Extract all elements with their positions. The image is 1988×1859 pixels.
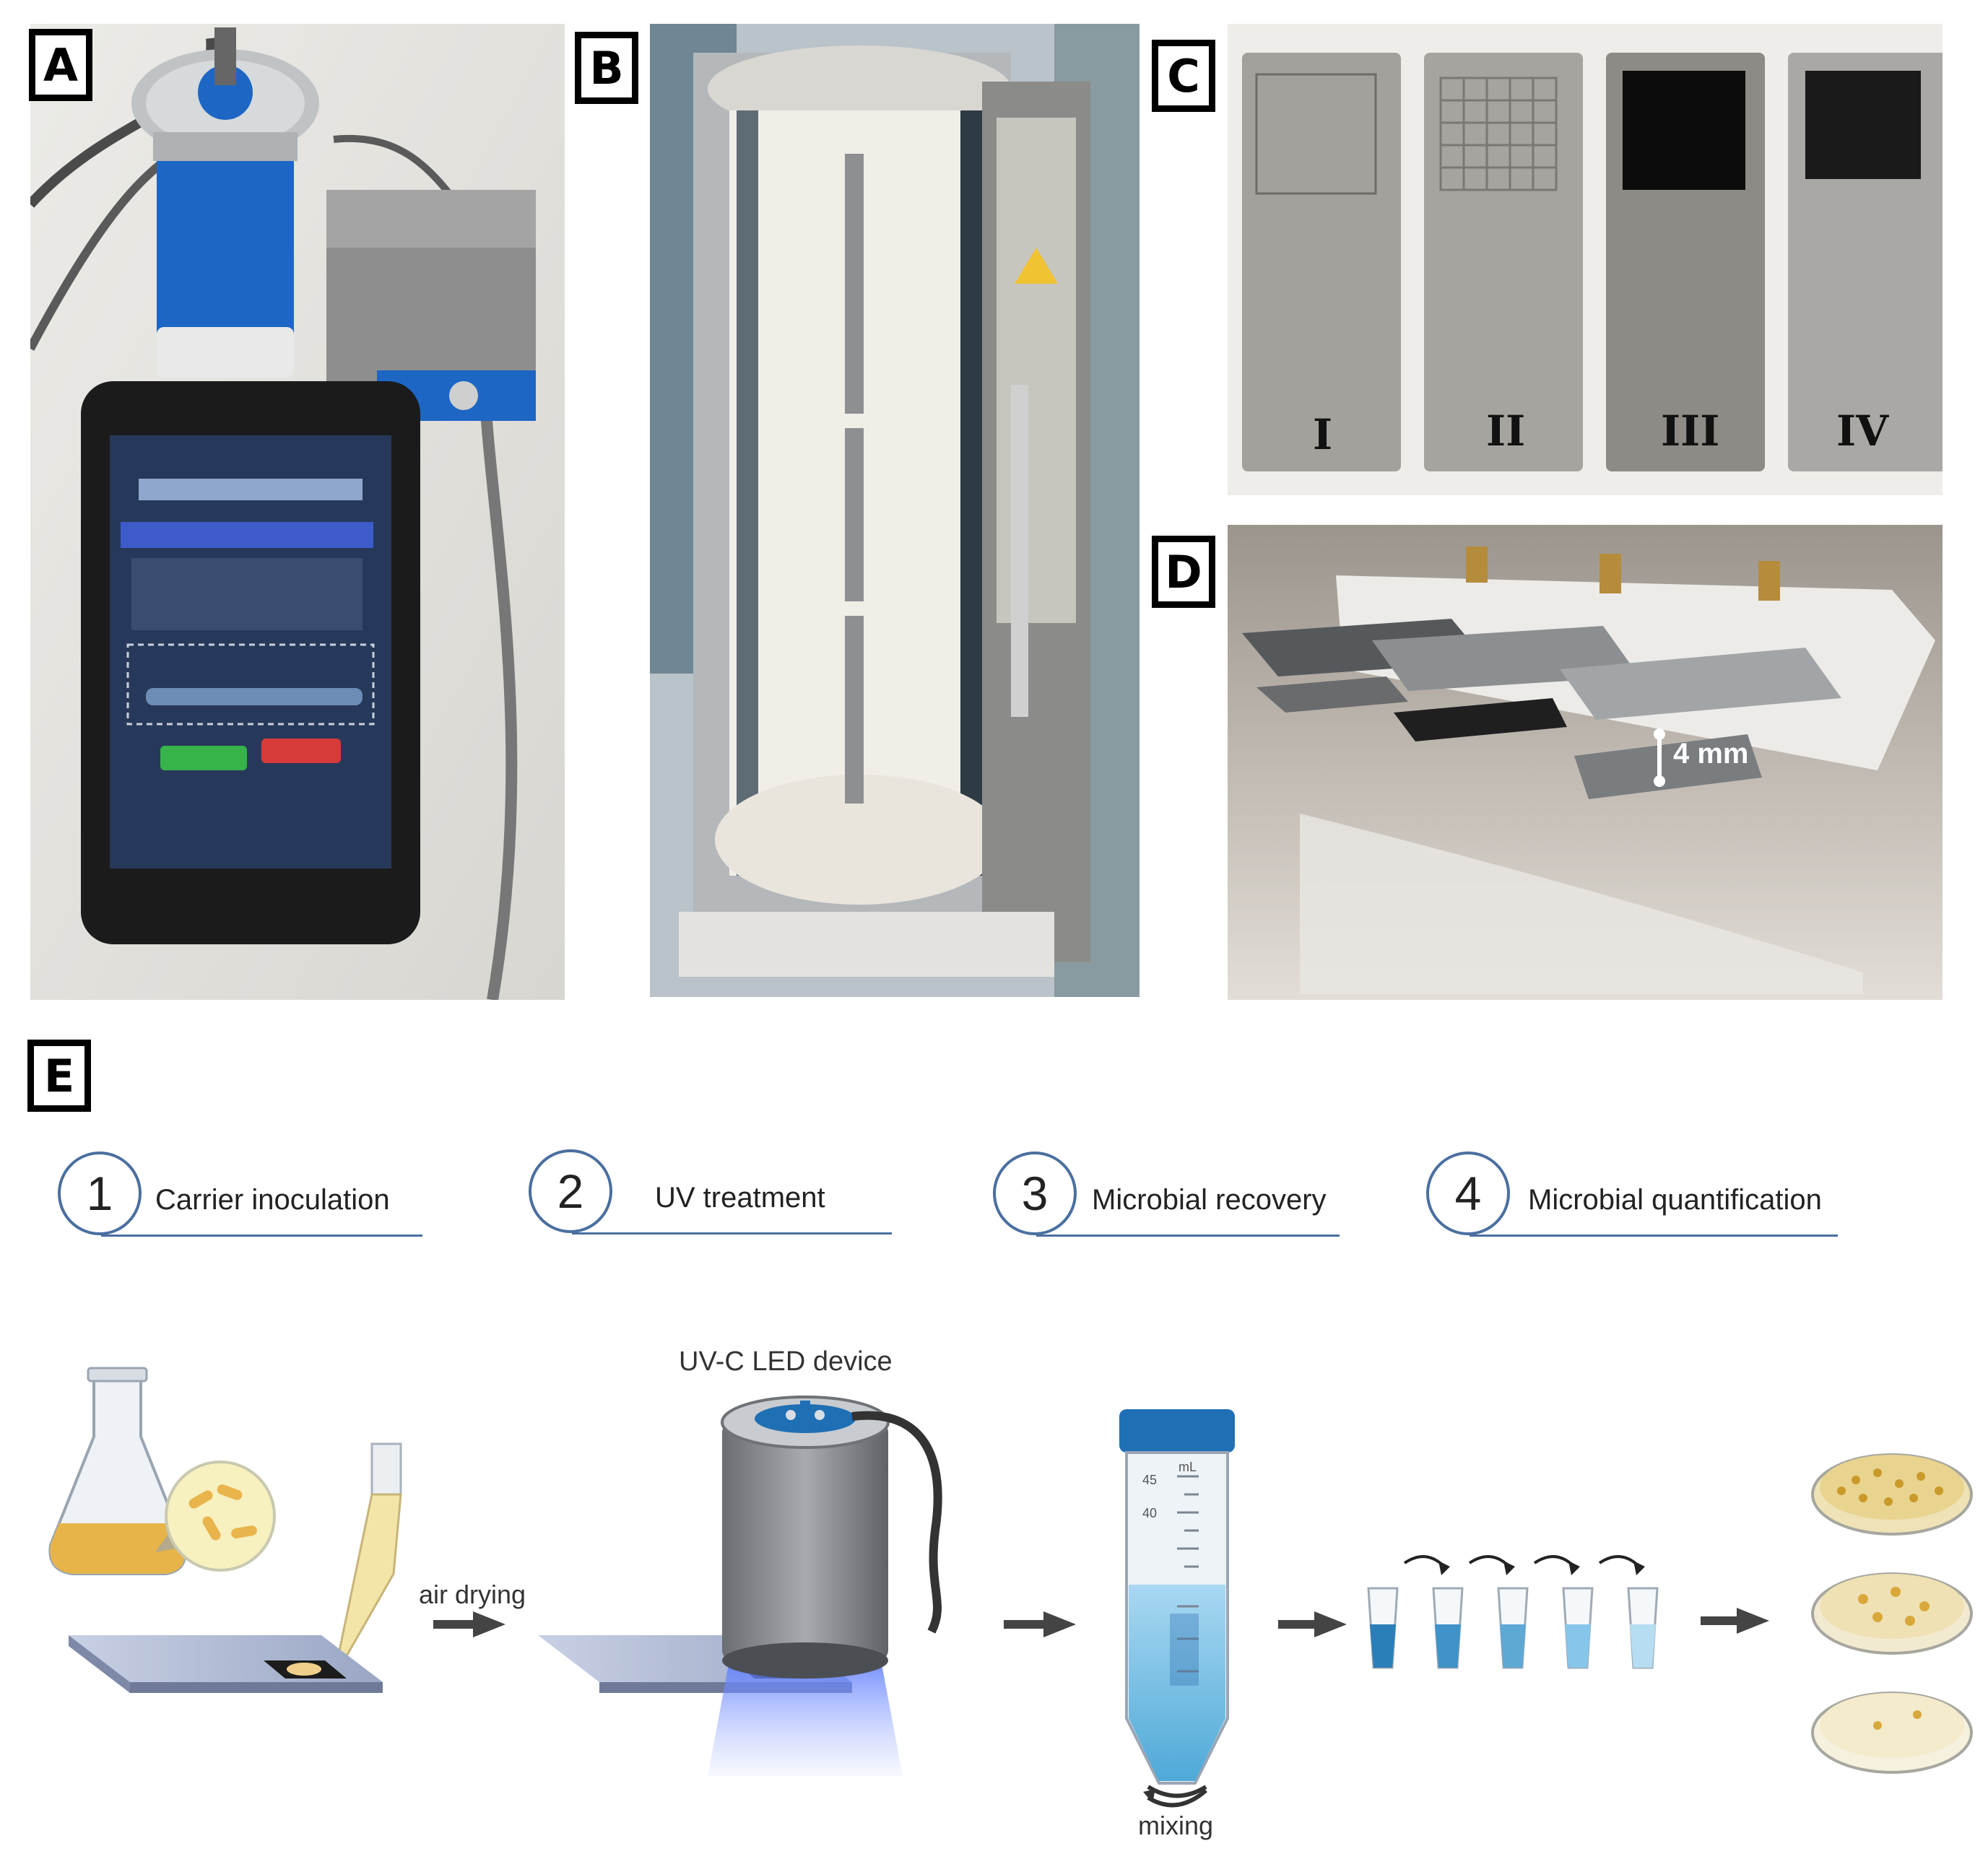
uv-irradiation-chamber-illustration (650, 24, 1140, 997)
step-underline-3 (1036, 1235, 1340, 1237)
mixing-label: mixing (1138, 1811, 1214, 1840)
panel-label-c: C (1152, 40, 1215, 112)
mixing-rotation-icon (1143, 1785, 1207, 1808)
bacteria-magnified-icon (155, 1460, 276, 1572)
serial-dilution-tubes-icon (1367, 1555, 1659, 1669)
carrier-slide-1-icon (69, 1635, 383, 1693)
panel-label-d: D (1152, 536, 1215, 608)
step-number-3: 3 (993, 1151, 1077, 1235)
uv-c-led-device-label: UV-C LED device (679, 1346, 893, 1377)
panel-d-photo: 4 mm (1228, 525, 1943, 1000)
petri-dish-medium-icon (1811, 1572, 1973, 1655)
panel-label-a: A (29, 29, 92, 101)
panel-label-e: E (27, 1040, 91, 1112)
step-label-2: UV treatment (655, 1182, 825, 1214)
arrow-right-icon-2 (1004, 1611, 1076, 1637)
petri-dish-dense-icon (1811, 1453, 1973, 1536)
tube-unit-label: mL (1179, 1460, 1197, 1474)
culture-flask-icon (48, 1367, 187, 1575)
centrifuge-tube-icon (1119, 1409, 1235, 1785)
step-label-4: Microbial quantification (1528, 1184, 1822, 1216)
air-drying-label: air drying (419, 1580, 526, 1609)
step-underline-1 (101, 1235, 422, 1237)
uv-device-with-tablet-illustration (30, 24, 565, 1000)
step-number-2: 2 (529, 1149, 612, 1233)
panel-a-photo (30, 24, 565, 1000)
step-label-3: Microbial recovery (1092, 1184, 1327, 1216)
carrier-holder-illustration (1228, 525, 1943, 1000)
step-underline-2 (572, 1232, 892, 1235)
panel-label-b: B (575, 32, 638, 104)
arrow-right-icon-3 (1278, 1611, 1347, 1637)
uv-glow-icon (708, 1660, 903, 1776)
petri-dish-sparse-icon (1811, 1692, 1973, 1774)
gap-measurement-label: 4 mm (1673, 738, 1749, 770)
uv-c-led-device-icon (721, 1396, 942, 1679)
arrow-right-icon (433, 1611, 505, 1637)
pipette-tip-icon (332, 1442, 402, 1679)
tube-mark-45: 45 (1142, 1473, 1158, 1487)
panel-c-photo: I II III IV (1228, 24, 1943, 495)
step-underline-4 (1470, 1235, 1838, 1237)
panel-b-photo (650, 24, 1140, 997)
arrow-right-icon-4 (1701, 1608, 1769, 1634)
carrier-slide-2-icon (538, 1635, 852, 1693)
tube-mark-40: 40 (1142, 1506, 1158, 1520)
step-number-4: 4 (1426, 1151, 1510, 1235)
plate-label-i: I (1313, 410, 1333, 459)
step-number-1: 1 (58, 1151, 142, 1235)
carrier-plates-illustration (1228, 24, 1943, 495)
plate-label-iv: IV (1836, 406, 1889, 456)
plate-label-iii: III (1661, 406, 1720, 456)
plate-label-ii: II (1486, 406, 1526, 456)
step-label-1: Carrier inoculation (155, 1184, 390, 1216)
